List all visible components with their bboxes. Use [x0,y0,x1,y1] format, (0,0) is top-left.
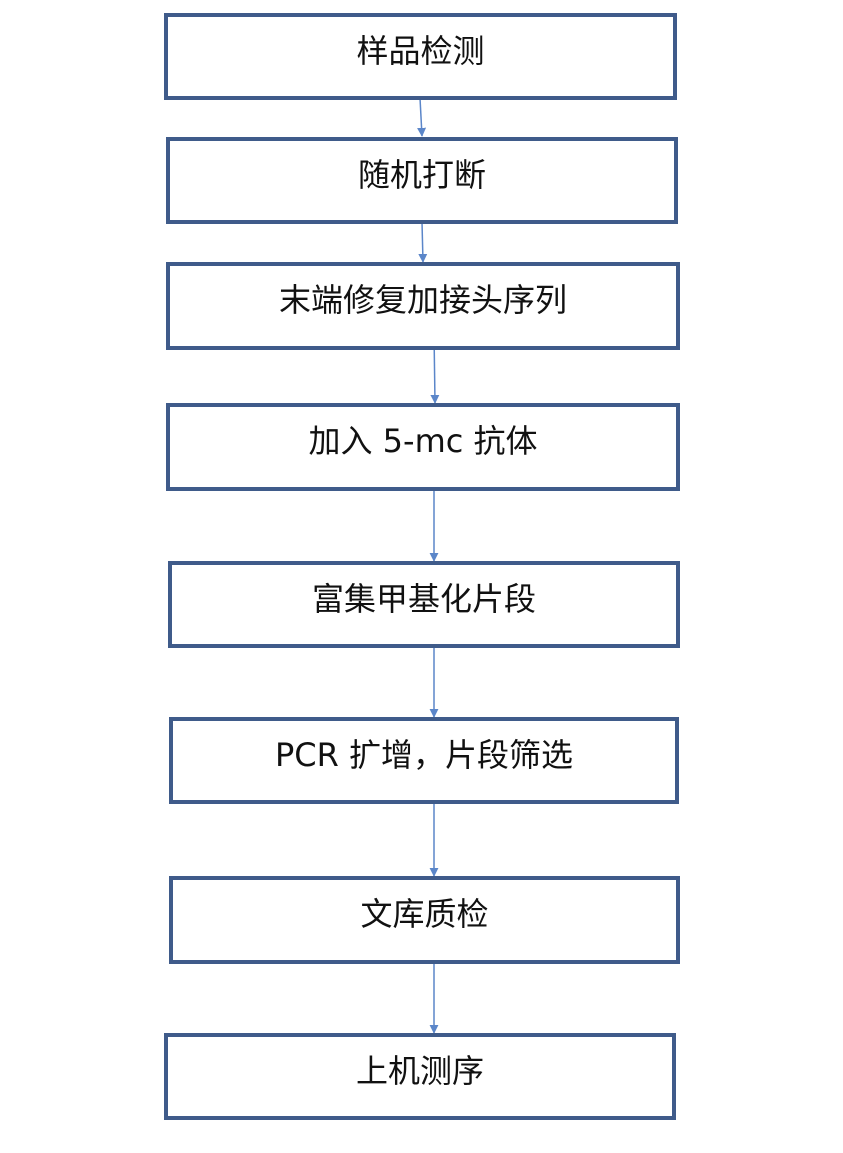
step-label: 富集甲基化片段 [311,579,536,618]
step-label: 上机测序 [355,1051,484,1090]
step-box-sequencing: 上机测序 [164,1033,676,1120]
step-box-random-fragmentation: 随机打断 [166,137,678,224]
step-label: 末端修复加接头序列 [278,281,567,319]
step-label: 随机打断 [357,155,486,194]
step-label: 文库质检 [360,895,489,933]
flow-arrow-1 [417,97,427,137]
step-box-add-5mc-antibody: 加入 5-mc 抗体 [166,403,680,491]
flow-arrow-2 [418,221,428,263]
step-box-enrich-methylated-fragments: 富集甲基化片段 [168,561,680,648]
step-label: 加入 5-mc 抗体 [308,422,538,460]
step-box-end-repair-adapter: 末端修复加接头序列 [166,262,680,350]
step-box-sample-testing: 样品检测 [164,13,677,100]
step-box-pcr-amplification: PCR 扩增，片段筛选 [169,717,679,804]
step-label: 样品检测 [356,31,485,70]
step-box-library-qc: 文库质检 [169,876,680,964]
step-label: PCR 扩增，片段筛选 [274,735,574,774]
